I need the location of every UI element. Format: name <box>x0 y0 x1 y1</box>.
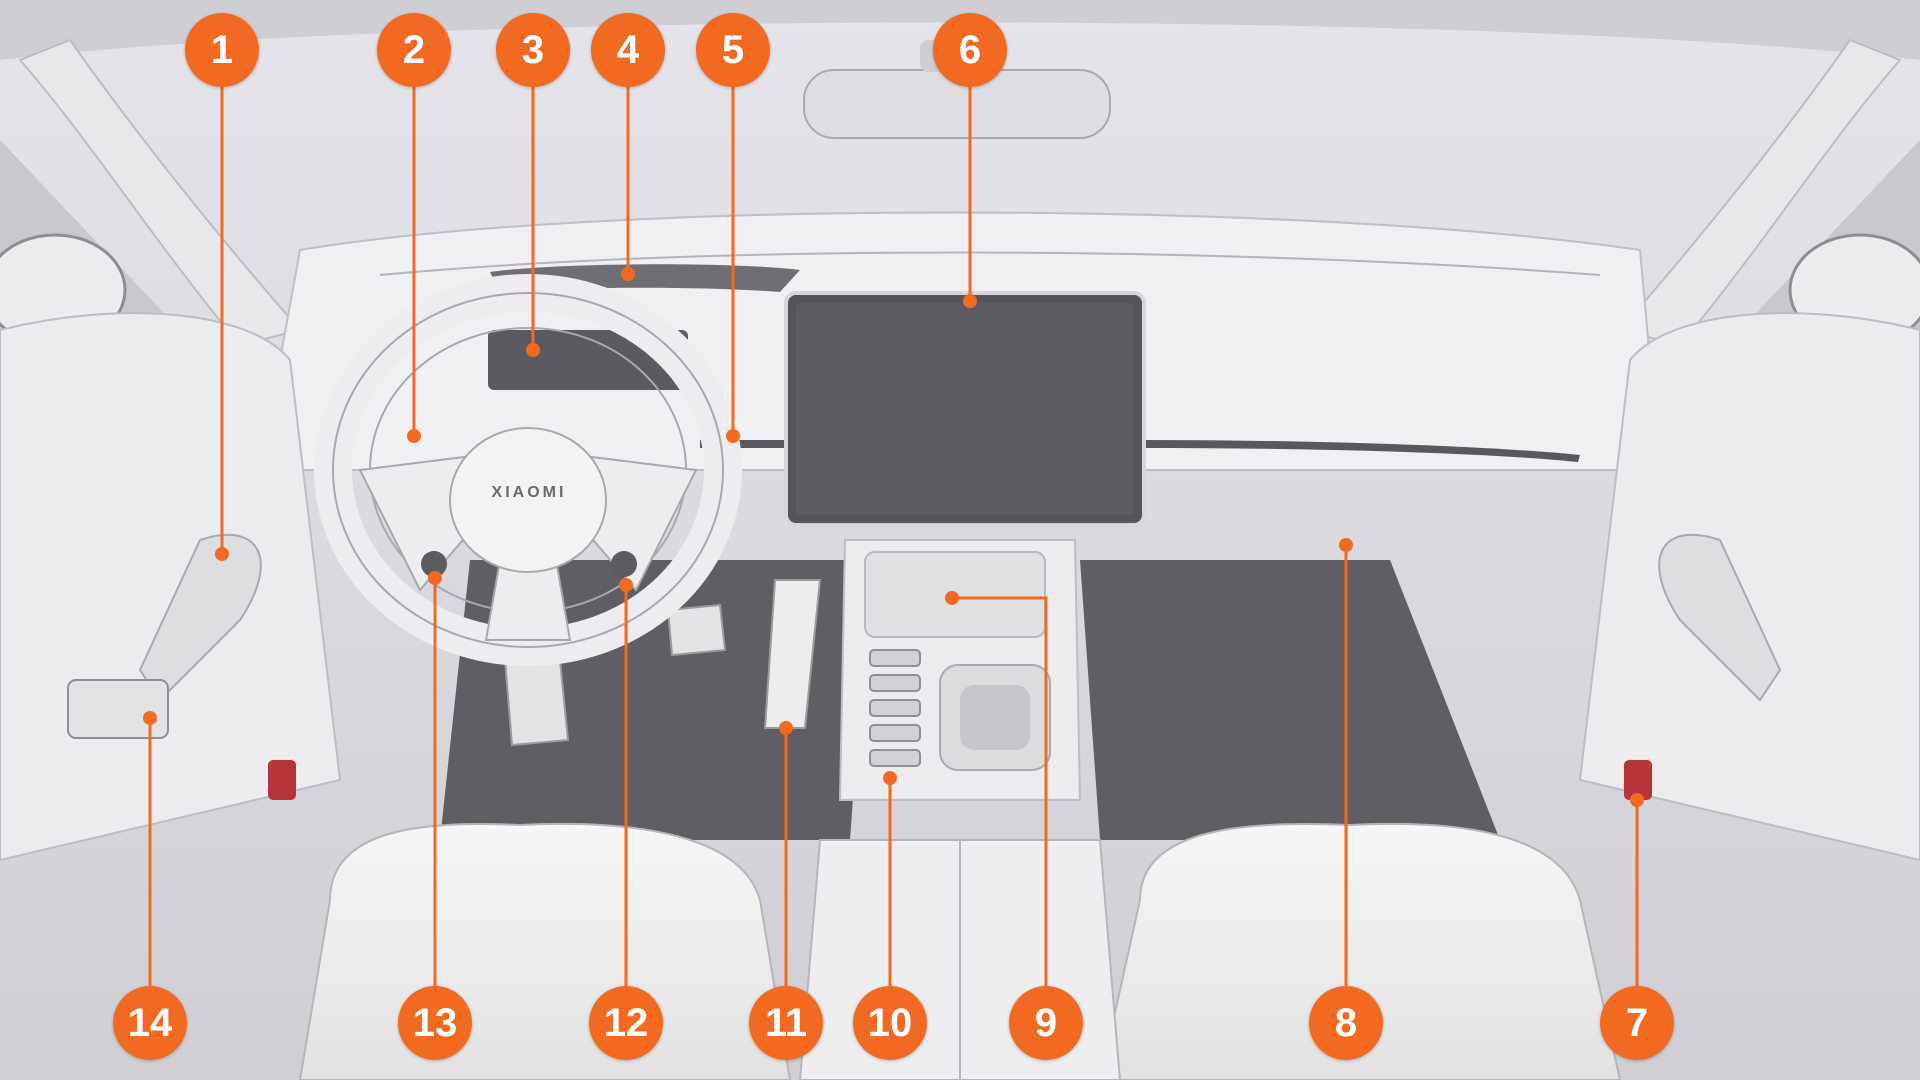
left-a-pillar <box>18 38 302 347</box>
callout-10[interactable]: 10 <box>853 986 927 1060</box>
steering-hub <box>449 427 607 573</box>
leader-endpoints <box>143 267 1644 807</box>
leader-line-9 <box>952 596 1048 1023</box>
headliner <box>0 0 1920 60</box>
callout-7[interactable]: 7 <box>1600 986 1674 1060</box>
right-door-release <box>1624 760 1652 800</box>
right-door-handle <box>1658 533 1782 702</box>
left-door-release <box>268 760 296 800</box>
callout-13[interactable]: 13 <box>398 986 472 1060</box>
callout-2[interactable]: 2 <box>377 13 451 87</box>
dashboard-vent <box>1140 440 1580 462</box>
callout-9[interactable]: 9 <box>1009 986 1083 1060</box>
callout-4[interactable]: 4 <box>591 13 665 87</box>
driver-seat <box>298 822 792 1080</box>
passenger-seat <box>1098 822 1622 1080</box>
console-button-stack <box>869 649 921 767</box>
window-switch-panel <box>67 679 169 739</box>
steering-wheel <box>314 274 742 666</box>
steering-wheel-logo: XIAOMI <box>491 484 567 501</box>
callout-12[interactable]: 12 <box>589 986 663 1060</box>
callout-14[interactable]: 14 <box>113 986 187 1060</box>
callout-8[interactable]: 8 <box>1309 986 1383 1060</box>
right-door-panel <box>1578 312 1920 862</box>
right-wheel-roller <box>611 551 637 577</box>
callout-6[interactable]: 6 <box>933 13 1007 87</box>
right-a-pillar <box>1618 38 1902 347</box>
passenger-footwell <box>1080 560 1500 840</box>
callout-1[interactable]: 1 <box>185 13 259 87</box>
left-wheel-roller <box>421 551 447 577</box>
brake-pedal <box>503 659 570 747</box>
callout-3[interactable]: 3 <box>496 13 570 87</box>
left-door-handle <box>138 533 262 702</box>
accelerator-pedal <box>763 579 822 729</box>
leader-lines <box>148 50 1639 1023</box>
callout-5[interactable]: 5 <box>696 13 770 87</box>
callout-11[interactable]: 11 <box>749 986 823 1060</box>
